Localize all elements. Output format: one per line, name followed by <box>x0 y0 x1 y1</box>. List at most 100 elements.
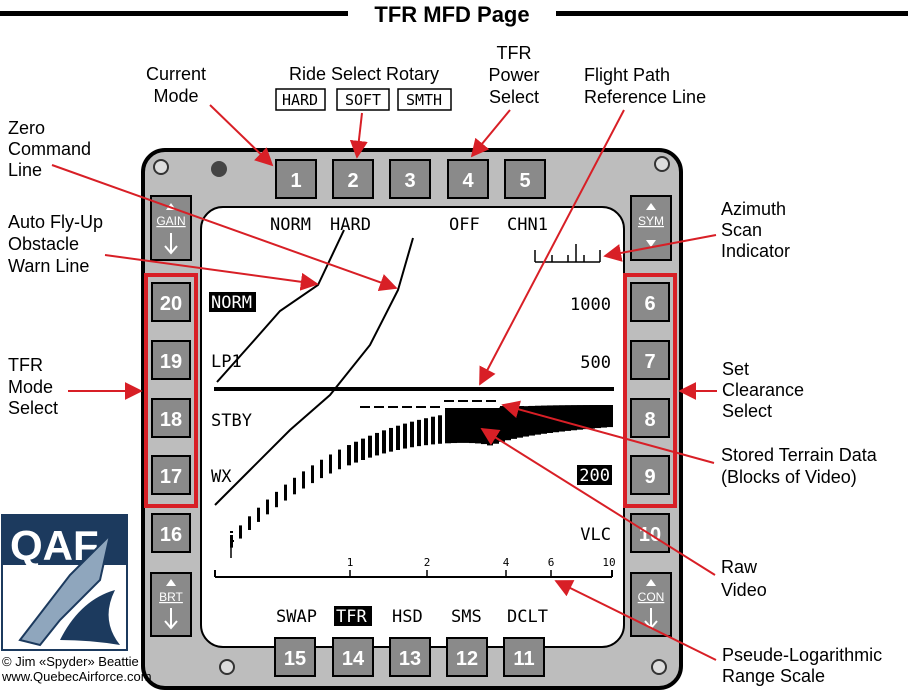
osb-14[interactable]: 14 <box>332 637 374 677</box>
osb-5[interactable]: 5 <box>504 159 546 199</box>
osb-17[interactable]: 17 <box>151 455 191 495</box>
svg-text:Video: Video <box>721 580 767 600</box>
osb-7[interactable]: 7 <box>630 340 670 380</box>
chn1-label: CHN1 <box>507 215 548 235</box>
svg-text:17: 17 <box>160 466 182 488</box>
tfr-mode-lp1: LP1 <box>211 352 242 372</box>
osb-bottom-row: 15 14 13 12 11 <box>274 637 545 677</box>
terrain-bar <box>320 459 323 479</box>
osb-19[interactable]: 19 <box>151 340 191 380</box>
terrain-bar <box>547 405 553 433</box>
light-sensor-icon <box>211 161 227 177</box>
osb-10[interactable]: 10 <box>630 513 670 553</box>
terrain-bar <box>266 499 269 515</box>
terrain-bar <box>239 525 242 539</box>
terrain-bar <box>577 405 583 430</box>
osb-9[interactable]: 9 <box>630 455 670 495</box>
callout-azimuth-scan: Azimuth Scan Indicator <box>603 199 790 262</box>
svg-text:Scan: Scan <box>721 220 762 240</box>
clearance-select-highlight <box>623 273 677 508</box>
arrow-down-icon <box>646 240 656 247</box>
callout-stored-terrain: Stored Terrain Data (Blocks of Video) <box>501 400 878 487</box>
brt-rocker[interactable]: BRT <box>150 572 192 637</box>
terrain-bar <box>311 465 314 484</box>
callout-raw-video: Raw Video <box>480 428 767 600</box>
screw-icon <box>153 159 169 175</box>
hsd-label: HSD <box>392 607 423 627</box>
page-title: TFR MFD Page <box>374 2 529 27</box>
con-label: CON <box>638 590 665 604</box>
callout-set-clearance: Set Clearance Select <box>678 359 804 421</box>
terrain-bar <box>438 415 442 444</box>
svg-text:Command: Command <box>8 139 91 159</box>
svg-text:Mode: Mode <box>8 377 53 397</box>
terrain-bar <box>601 405 607 428</box>
svg-text:2: 2 <box>347 170 358 192</box>
osb-2[interactable]: 2 <box>332 159 374 199</box>
terrain-bar <box>571 405 577 431</box>
dclt-label: DCLT <box>507 607 548 627</box>
osb-18[interactable]: 18 <box>151 398 191 438</box>
svg-text:Select: Select <box>8 398 58 418</box>
tfr-page-label-boxed: TFR <box>336 607 367 627</box>
gain-rocker[interactable]: GAIN <box>150 195 192 261</box>
osb-15[interactable]: 15 <box>274 637 316 677</box>
tfr-mode-wx: WX <box>211 467 232 487</box>
svg-text:Ride Select Rotary: Ride Select Rotary <box>289 64 439 84</box>
osb-right-column: 6 7 8 9 10 <box>630 282 670 553</box>
svg-text:15: 15 <box>284 648 306 670</box>
svg-text:6: 6 <box>644 293 655 315</box>
osb-16[interactable]: 16 <box>151 513 191 553</box>
callout-current-mode: Current Mode <box>146 64 274 167</box>
terrain-bar <box>499 407 505 442</box>
osb-3[interactable]: 3 <box>389 159 431 199</box>
terrain-bar <box>589 405 595 429</box>
credit: © Jim «Spyder» Beattie www.QuebecAirforc… <box>1 654 152 684</box>
svg-text:Pseude-Logarithmic: Pseude-Logarithmic <box>722 645 882 665</box>
svg-text:9: 9 <box>644 466 655 488</box>
sym-rocker[interactable]: SYM <box>630 195 672 261</box>
osb-13[interactable]: 13 <box>389 637 431 677</box>
stored-terrain-data <box>230 400 613 558</box>
jet-icon <box>18 531 112 647</box>
svg-text:Current: Current <box>146 64 206 84</box>
svg-text:Set: Set <box>722 359 749 379</box>
mode-norm-label: NORM <box>270 215 311 235</box>
svg-text:Mode: Mode <box>153 86 198 106</box>
terrain-bar <box>338 449 341 470</box>
terrain-bar <box>410 421 414 448</box>
svg-text:Azimuth: Azimuth <box>721 199 786 219</box>
svg-text:12: 12 <box>456 648 478 670</box>
osb-6[interactable]: 6 <box>630 282 670 322</box>
svg-text:TFR: TFR <box>8 355 43 375</box>
sym-label: SYM <box>638 214 664 228</box>
svg-text:5: 5 <box>519 170 530 192</box>
osb-20[interactable]: 20 <box>151 282 191 322</box>
terrain-bar <box>523 406 529 437</box>
power-off-label: OFF <box>449 215 480 235</box>
svg-text:Stored Terrain Data: Stored Terrain Data <box>721 445 878 465</box>
tfr-mode-select-highlight <box>144 273 198 508</box>
con-rocker[interactable]: CON <box>630 572 672 637</box>
terrain-bar <box>284 484 287 501</box>
terrain-bar <box>275 491 278 508</box>
svg-text:14: 14 <box>342 648 365 670</box>
osb-11[interactable]: 11 <box>503 637 545 677</box>
callout-zero-command: Zero Command Line <box>8 118 398 292</box>
terrain-bar <box>493 407 499 444</box>
osb-12[interactable]: 12 <box>446 637 488 677</box>
clearance-500: 500 <box>580 353 611 373</box>
terrain-bar <box>354 441 358 463</box>
terrain-bar <box>607 405 613 428</box>
terrain-bar <box>375 432 379 456</box>
terrain-bar <box>361 438 365 460</box>
arrow-down-icon <box>164 233 178 255</box>
osb-8[interactable]: 8 <box>630 398 670 438</box>
osb-1[interactable]: 1 <box>275 159 317 199</box>
qaf-logo: QAF <box>1 514 128 651</box>
terrain-bar <box>368 435 372 458</box>
ride-option-hard: HARD <box>282 91 318 109</box>
osb-4[interactable]: 4 <box>447 159 489 199</box>
ride-option-smth: SMTH <box>406 91 442 109</box>
